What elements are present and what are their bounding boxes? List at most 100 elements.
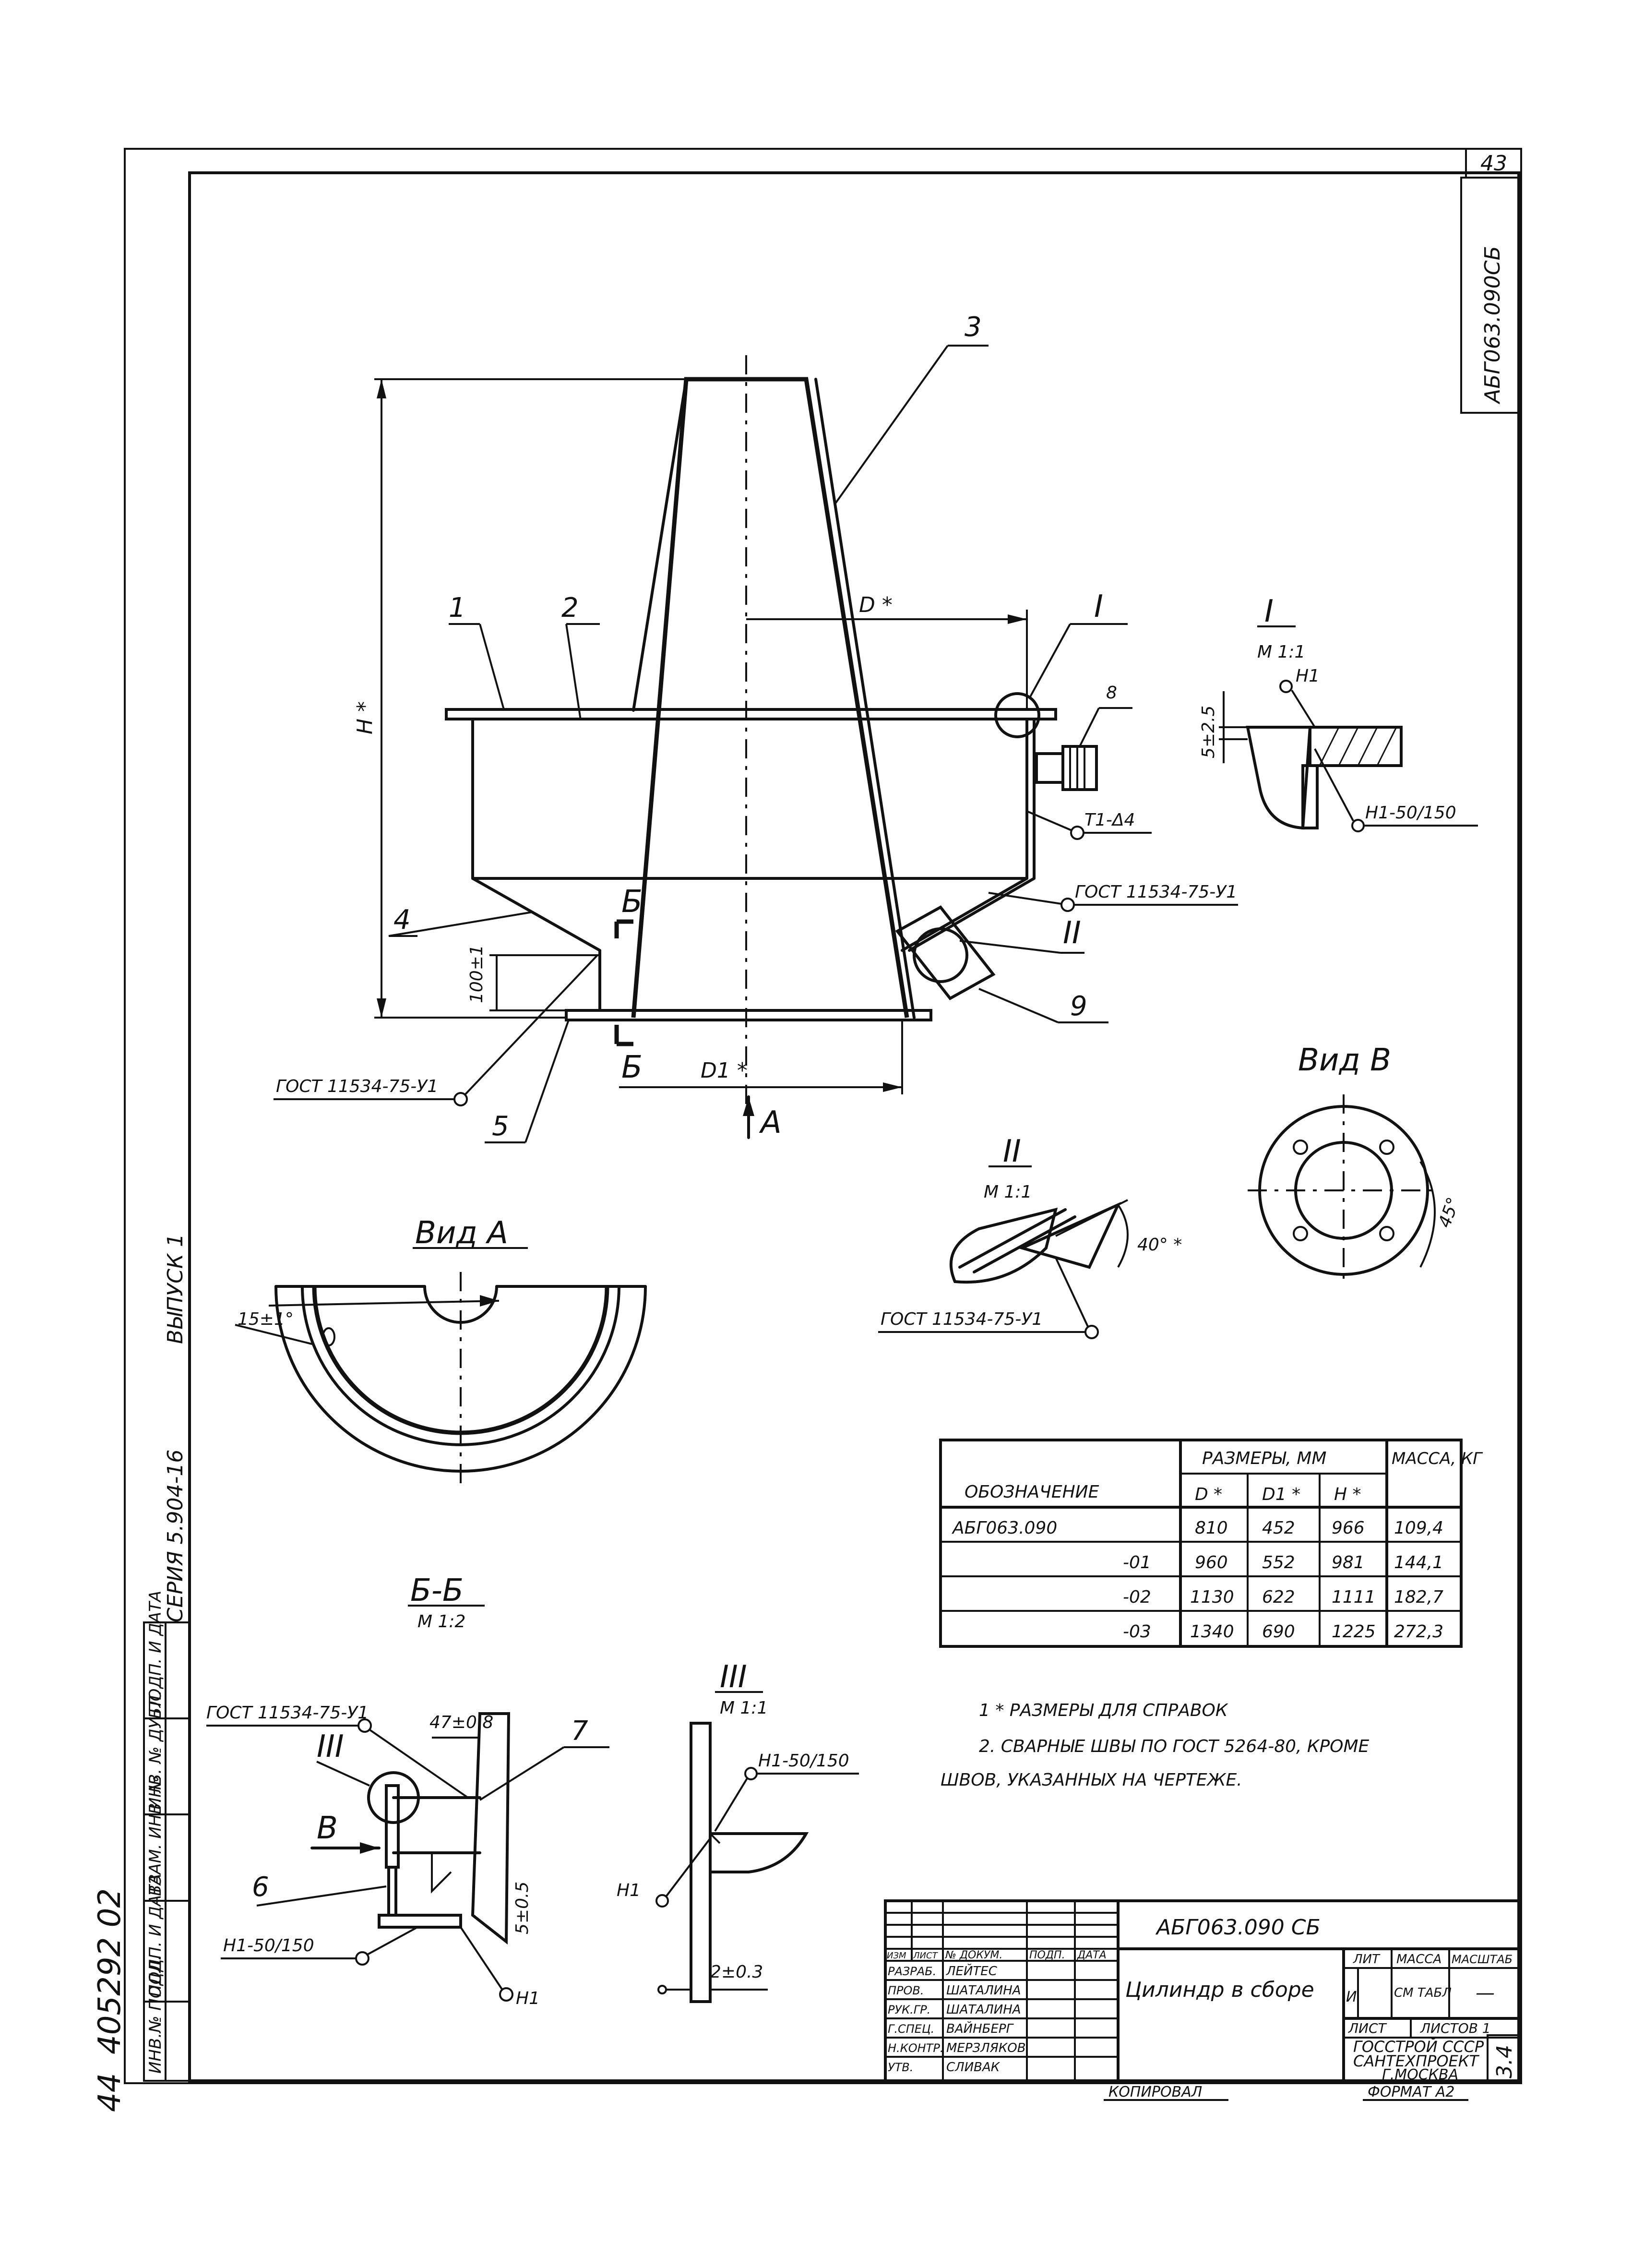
detail-III-circle (367, 1771, 420, 1824)
section-BB-H1: Н1 (516, 1989, 540, 2008)
detail-II: II М 1:1 40° * ГОСТ 11534-75-У1 (878, 1134, 1182, 1339)
detail-II-circle (913, 927, 968, 983)
tb-scale-label: МАСШТАБ (1452, 1953, 1513, 1966)
callout-5: 5 (492, 1111, 509, 1142)
table-row-4-D1: 690 (1262, 1622, 1295, 1642)
callout-4: 4 (393, 904, 411, 936)
view-V-title: Вид В (1298, 1043, 1391, 1078)
tb-col-date: ДАТА (1077, 1949, 1107, 1961)
tb-role-4: Г.СПЕЦ. (888, 2022, 934, 2036)
table-row-3-mass: 182,7 (1394, 1587, 1443, 1607)
detail-II-title: II (1003, 1134, 1021, 1169)
table-row-3-designation: -02 (1123, 1587, 1151, 1607)
note-1: 1 * РАЗМЕРЫ ДЛЯ СПРАВОК (979, 1701, 1228, 1720)
detail-I-scale: М 1:1 (1257, 642, 1305, 662)
section-mark-top: Б (621, 884, 643, 920)
tb-mass-label: МАССА (1396, 1952, 1441, 1967)
section-BB-gost: ГОСТ 11534-75-У1 (206, 1703, 369, 1723)
table-row-1-mass: 109,4 (1394, 1518, 1443, 1538)
strip-label-5: ПОДП. И ДАТА (146, 1591, 165, 1714)
note-2: 2. СВАРНЫЕ ШВЫ ПО ГОСТ 5264-80, КРОМЕ (979, 1737, 1370, 1756)
callout-7: 7 (571, 1716, 588, 1747)
detail-I-dim: 5±2.5 (1199, 706, 1218, 758)
section-BB: Б-Б М 1:2 III 47±0.8 ГОСТ 11534-75-У1 7 … (206, 1573, 609, 2008)
album-number: 405292 02 (92, 1888, 128, 2054)
table-col-D1: D1 * (1262, 1485, 1300, 1504)
outer-frame (124, 148, 1522, 2084)
table-row-2-mass: 144,1 (1394, 1553, 1443, 1572)
table-row-4-mass: 272,3 (1394, 1622, 1443, 1642)
table-header-group: РАЗМЕРЫ, ММ (1202, 1449, 1326, 1468)
table-row-4-H: 1225 (1332, 1622, 1376, 1642)
view-A: Вид А 15±1° (235, 1215, 647, 1488)
detail-III-weld-top: Н1-50/150 (758, 1751, 849, 1771)
notes: 1 * РАЗМЕРЫ ДЛЯ СПРАВОК 2. СВАРНЫЕ ШВЫ П… (941, 1701, 1370, 1790)
dim-D1: D1 * (701, 1058, 748, 1083)
marker-III: III (317, 1729, 344, 1764)
tb-name-4: ВАЙНБЕРГ (946, 2021, 1014, 2036)
detail-I-weld-bottom: Н1-50/150 (1365, 803, 1456, 823)
marker-I: I (1094, 589, 1103, 624)
detail-III-scale: М 1:1 (720, 1698, 768, 1718)
view-mark-V: В (317, 1811, 338, 1846)
table-col-H: H * (1334, 1485, 1361, 1504)
strip-label-1: ИНВ.№ ПОДЛ. (146, 1955, 165, 2074)
marker-II: II (1063, 915, 1081, 951)
note-3: ШВОВ, УКАЗАННЫХ НА ЧЕРТЕЖЕ. (941, 1770, 1242, 1790)
view-V: Вид В 45° (1248, 1043, 1464, 1286)
tb-org1: ГОССТРОЙ СССР (1353, 2038, 1484, 2056)
table-header-mass: МАССА, КГ (1392, 1449, 1483, 1468)
table-row-4-designation: -03 (1123, 1622, 1151, 1642)
inner-frame (188, 171, 1520, 2082)
tb-role-5: Н.КОНТР. (888, 2041, 943, 2055)
tb-name-5: МЕРЗЛЯКОВ (946, 2041, 1026, 2055)
view-A-title: Вид А (415, 1215, 508, 1251)
table-row-2-D: 960 (1195, 1553, 1228, 1572)
title-block: ИЗМ ЛИСТ № ДОКУМ. ПОДП. ДАТА РАЗРАБ. ЛЕЙ… (884, 1899, 1520, 2101)
section-BB-weld: Н1-50/150 (223, 1936, 314, 1956)
tb-org2: САНТЕХПРОЕКТ (1353, 2052, 1479, 2070)
view-V-angle: 45° (1435, 1195, 1464, 1230)
table-row-1-H: 966 (1332, 1518, 1365, 1538)
tb-role-2: ПРОВ. (888, 1984, 924, 1997)
tb-scale-value: — (1476, 1982, 1495, 2004)
tb-sheets-label: ЛИСТОВ 1 (1420, 2020, 1491, 2036)
detail-III-title: III (720, 1659, 747, 1695)
corner-code: АБГ063.090СБ (1480, 246, 1505, 405)
detail-II-angle: 40° * (1137, 1235, 1182, 1255)
issue-label: ВЫПУСК 1 (163, 1234, 188, 1344)
tb-role-6: УТВ. (888, 2061, 913, 2074)
dim-H: H * (353, 701, 377, 734)
detail-III-weld-left: Н1 (617, 1881, 641, 1900)
page-number: 43 (1480, 151, 1507, 176)
callout-2: 2 (561, 592, 579, 624)
detail-II-gost: ГОСТ 11534-75-У1 (881, 1309, 1043, 1329)
tb-name-6: СЛИВАК (946, 2060, 1001, 2075)
tb-designation: АБГ063.090 СБ (1155, 1915, 1321, 1940)
detail-II-scale: М 1:1 (984, 1182, 1032, 1202)
tb-col-list: ЛИСТ (913, 1951, 939, 1961)
tb-copied: КОПИРОВАЛ (1108, 2084, 1202, 2100)
table-row-1-D1: 452 (1262, 1518, 1295, 1538)
right-corner-number: 3.4 (1492, 2045, 1517, 2078)
detail-I: I М 1:1 5±2.5 Н1 Н1-50/150 (1199, 594, 1478, 832)
detail-I-title: I (1264, 594, 1274, 629)
series-label: СЕРИЯ 5.904-16 (163, 1450, 188, 1622)
bottom-number: 44 (92, 2073, 128, 2112)
dim-100: 100±1 (467, 945, 487, 1003)
tb-col-izm: ИЗМ (887, 1951, 906, 1961)
table-row-1-designation: АБГ063.090 (952, 1518, 1057, 1538)
gost-main-left: ГОСТ 11534-75-У1 (276, 1077, 438, 1096)
tb-lit-label: ЛИТ (1353, 1952, 1381, 1967)
weld-T1: T1-Δ4 (1084, 810, 1135, 830)
table-row-2-D1: 552 (1262, 1553, 1295, 1572)
tb-role-3: РУК.ГР. (888, 2003, 930, 2016)
section-mark-bottom: Б (621, 1050, 643, 1085)
strip-label-3: ВЗАМ. ИНВ. № (146, 1776, 165, 1896)
strip-label-4: ИНВ. № ДУБЛ. (146, 1690, 165, 1810)
tb-name: Цилиндр в сборе (1125, 1978, 1314, 2002)
callout-9: 9 (1070, 991, 1087, 1022)
main-view: H * D * D1 * 100±1 Б Б A T1-Δ4 (274, 312, 1238, 1143)
section-BB-scale: М 1:2 (417, 1612, 465, 1632)
detail-III: III М 1:1 Н1-50/150 Н1 2±0.3 (617, 1659, 859, 2003)
